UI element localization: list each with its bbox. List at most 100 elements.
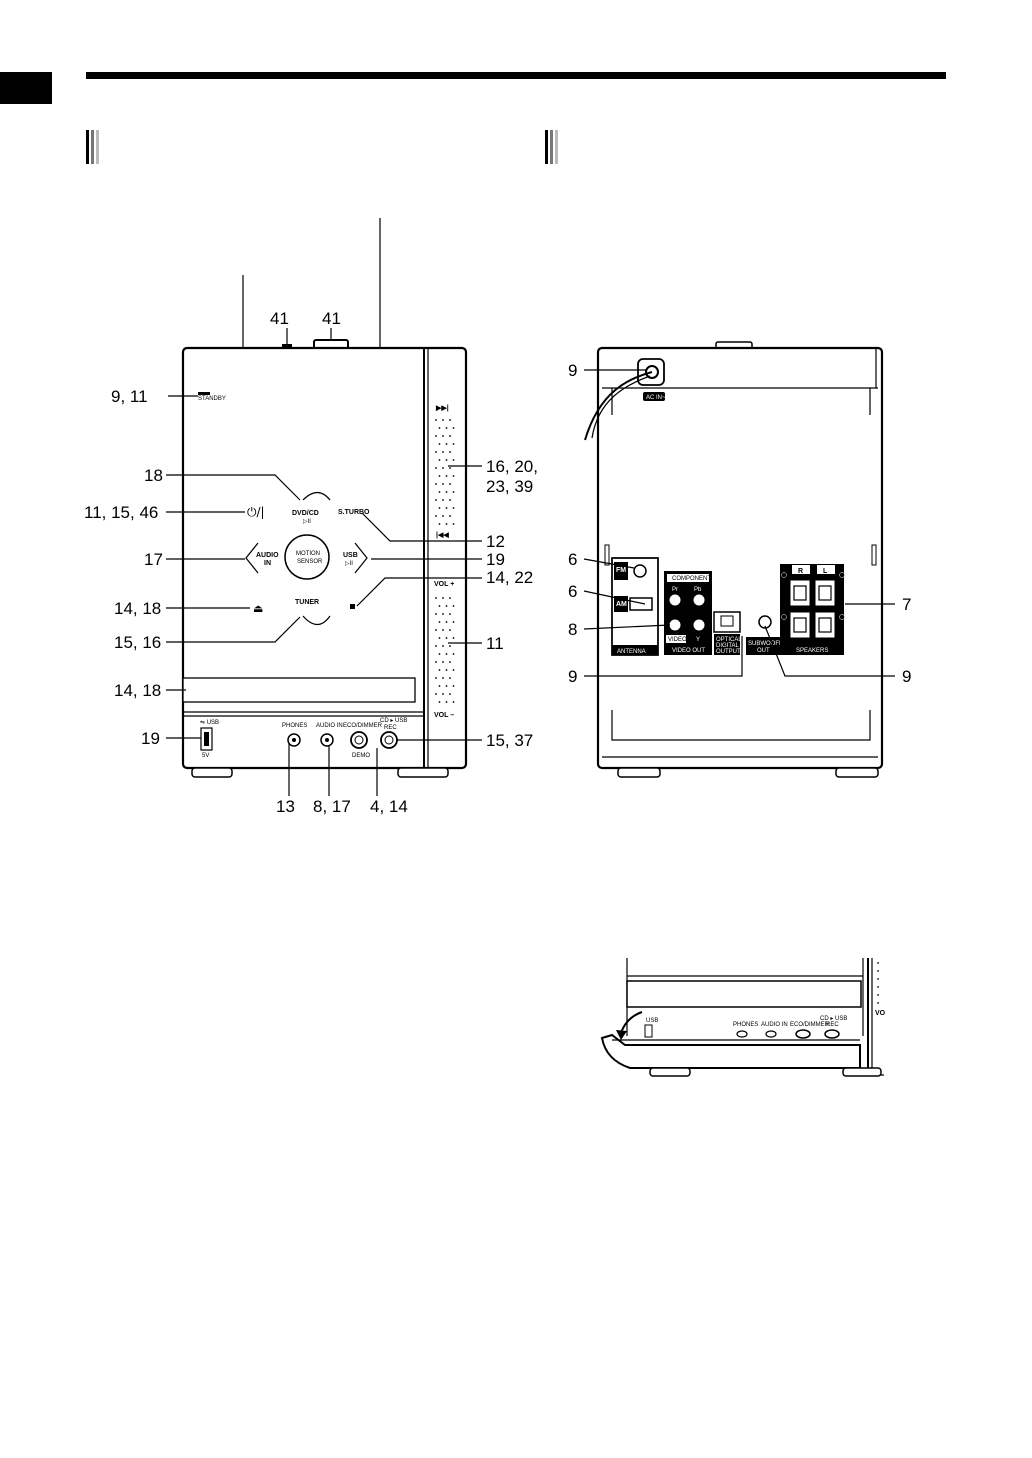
label-eject: 14, 18	[114, 599, 161, 618]
closeup-rec-text-2: REC	[826, 1022, 839, 1028]
pr-jack	[668, 593, 682, 607]
fm-jack	[633, 564, 647, 578]
subwoofer-text-2: OUT	[757, 648, 770, 654]
label-audio-in-button: 17	[144, 550, 163, 569]
label-volume: 11	[486, 634, 504, 653]
label-optical: 9	[568, 667, 577, 686]
standby-text: STANDBY	[198, 396, 226, 402]
label-eco-dimmer: 4, 14	[370, 797, 408, 816]
label-video-out: 8	[568, 620, 577, 639]
usb-port-text: 5V	[202, 753, 209, 759]
motion-sensor	[284, 534, 330, 580]
label-subwoofer: 9	[902, 667, 911, 686]
closeup-rec-text-1: CD ▸ USB	[820, 1016, 847, 1022]
speakers-text: SPEAKERS	[796, 648, 828, 654]
usb-text: USB	[343, 552, 358, 559]
tuner-text: TUNER	[295, 599, 319, 606]
video-jack	[668, 618, 682, 632]
video-out-text: VIDEO OUT	[672, 648, 705, 654]
page-tab-marker	[0, 72, 52, 104]
closeup-usb-text: USB	[646, 1018, 658, 1024]
section-marker-rear	[545, 130, 558, 164]
speaker-grille-upper	[435, 419, 455, 525]
ac-text: AC IN~	[646, 395, 666, 401]
stop-icon	[350, 604, 355, 609]
eco-text-2: DEMO	[352, 753, 370, 759]
header-rule	[86, 72, 946, 79]
audio-in-jack-text: AUDIO IN	[316, 723, 343, 729]
closeup-eco-text: ECO/DIMMER	[790, 1022, 830, 1028]
rear-body	[596, 346, 884, 770]
label-power: 11, 15, 46	[84, 503, 158, 522]
label-disc-tray: 14, 18	[114, 681, 161, 700]
closeup-grille	[877, 962, 879, 1004]
pb-text: Pb	[694, 587, 702, 593]
am-terminal	[629, 597, 653, 611]
y-text: Y	[696, 637, 700, 643]
label-fm-antenna: 6	[568, 550, 577, 569]
sturbo-text: S.TURBO	[338, 509, 370, 516]
subwoofer-text-1: SUBWOOFER	[748, 641, 788, 647]
usb-play-icon: ▷II	[345, 561, 353, 567]
dvdcd-play-icon: ▷II	[303, 519, 311, 525]
label-standby: 9, 11	[111, 387, 148, 406]
rear-panel-diagram: AC IN~ ANTENNA FM AM COMPONENT Pr Pb VID…	[568, 341, 911, 778]
pr-text: Pr	[672, 587, 678, 593]
closeup-audio-in-text: AUDIO IN	[761, 1022, 788, 1028]
y-jack	[692, 618, 706, 632]
label-rec: 15, 37	[486, 731, 533, 750]
label-41-left: 41	[270, 309, 289, 328]
subwoofer-jack	[758, 615, 772, 629]
eject-icon: ⏏	[253, 602, 263, 615]
phones-text: PHONES	[282, 723, 307, 729]
label-ac-inlet: 9	[568, 361, 577, 380]
skip-back-icon: |◀◀	[436, 532, 449, 539]
label-skip-forward: 16, 20,	[486, 457, 538, 476]
speaker-r-text: R	[798, 568, 803, 575]
motion-text-2: SENSOR	[297, 559, 323, 565]
eco-text-1: ECO/DIMMER	[343, 723, 383, 729]
pb-jack	[692, 593, 706, 607]
speaker-grille-lower	[435, 597, 455, 703]
dvdcd-text: DVD/CD	[292, 510, 319, 517]
closeup-phones-text: PHONES	[733, 1022, 758, 1028]
label-stop: 14, 22	[486, 568, 533, 587]
label-sturbo: 12	[486, 532, 505, 551]
audio-in-text-1: AUDIO	[256, 552, 279, 559]
fm-text: FM	[616, 567, 626, 574]
label-usb-button: 19	[486, 550, 505, 569]
optical-text-2: DIGITAL	[716, 643, 740, 649]
antenna-text: ANTENNA	[617, 649, 646, 655]
front-foot-right	[397, 767, 449, 778]
rec-text-1: CD ▸ USB	[380, 718, 407, 724]
am-text: AM	[616, 601, 627, 608]
label-dvdcd: 18	[144, 466, 163, 485]
label-usb-port: 19	[141, 729, 160, 748]
label-phones: 13	[276, 797, 295, 816]
section-marker-front	[86, 130, 99, 164]
optical-text-3: OUTPUT	[716, 649, 741, 655]
label-speakers: 7	[902, 595, 911, 614]
vol-plus-text: VOL +	[434, 581, 454, 588]
speaker-terminals	[780, 564, 844, 655]
disc-tray	[182, 677, 416, 703]
usb-cover-closeup: VO USB PHONES AUDIO IN ECO/DIMMER CD ▸ U…	[600, 958, 886, 1077]
label-skip-forward-2: 23, 39	[486, 477, 533, 496]
power-icon: ⏻/|	[247, 505, 265, 519]
front-panel-diagram: STANDBY ▶▶| |◀◀ VOL + VOL – DVD/CD ▷II ⏻…	[84, 218, 538, 816]
video-text: VIDEO	[668, 637, 687, 643]
usb-port-icon: ⇋ USB	[200, 719, 219, 726]
motion-text-1: MOTION	[296, 551, 320, 557]
closeup-vol-text: VO	[875, 1010, 886, 1017]
label-tuner: 15, 16	[114, 633, 161, 652]
standby-indicator	[198, 392, 210, 395]
vol-minus-text: VOL –	[434, 712, 454, 719]
front-foot-left	[191, 767, 233, 778]
rec-text-2: REC	[384, 725, 397, 731]
component-text: COMPONENT	[672, 576, 711, 582]
label-audio-in-jack: 8, 17	[313, 797, 351, 816]
skip-forward-icon: ▶▶|	[435, 405, 449, 412]
audio-in-text-2: IN	[264, 560, 271, 567]
speaker-l-text: L	[823, 568, 828, 575]
